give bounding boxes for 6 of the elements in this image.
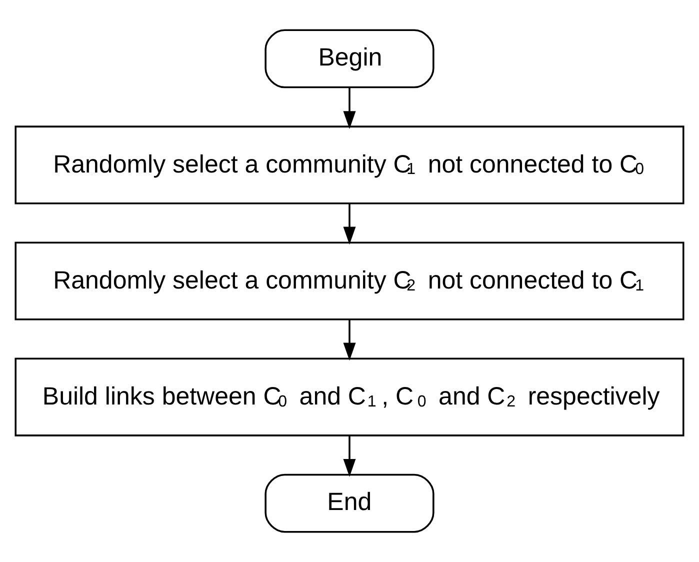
arrow: [343, 87, 356, 130]
arrow: [343, 204, 356, 245]
node-box: End: [264, 474, 434, 533]
arrow: [343, 436, 356, 477]
node-box: Begin: [264, 29, 434, 88]
arrow: [343, 320, 356, 361]
